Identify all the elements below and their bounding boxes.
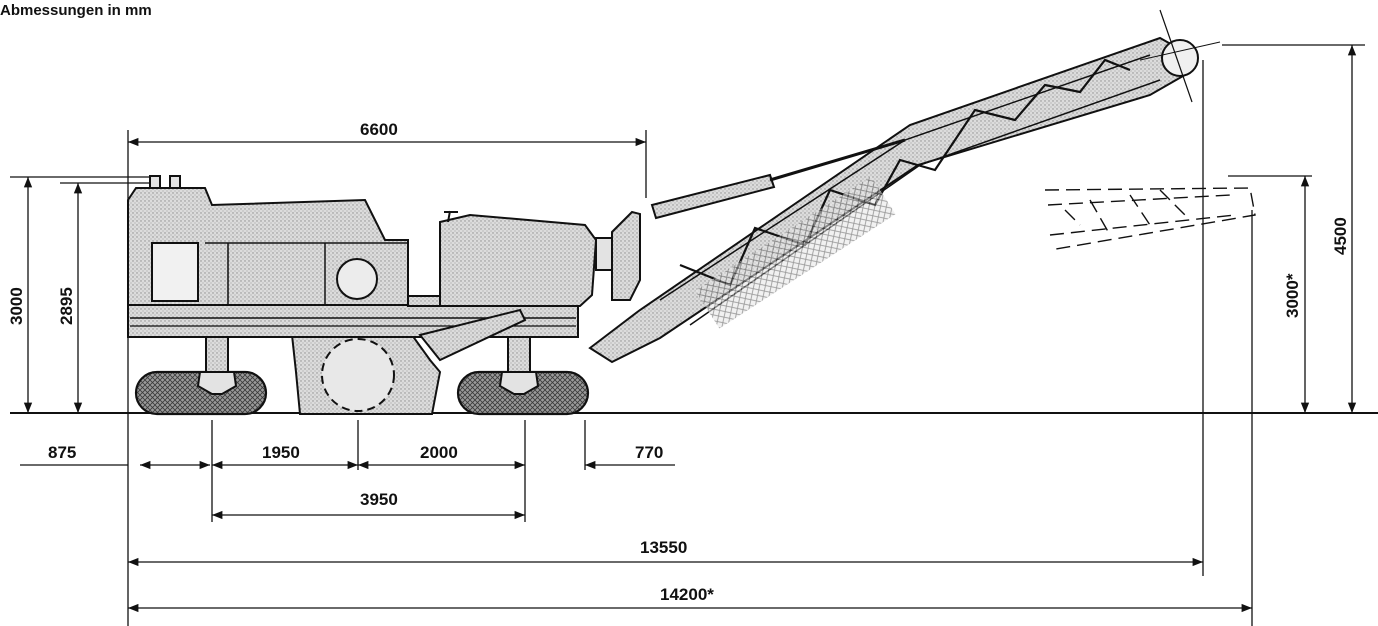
engine-fan: [336, 258, 378, 300]
front-hopper: [439, 213, 598, 307]
dim-2000: 2000: [420, 443, 458, 462]
dim-13550: 13550: [640, 538, 687, 557]
milling-machine: [127, 9, 1256, 416]
dim-3950: 3950: [360, 490, 398, 509]
dim-770: 770: [635, 443, 663, 462]
mirror-post: [444, 210, 458, 223]
dim-875: 875: [48, 443, 76, 462]
dim-4500: 4500: [1331, 217, 1350, 255]
dim-14200: 14200*: [660, 585, 714, 604]
conveyor-coupling: [595, 237, 613, 271]
dim-1950: 1950: [262, 443, 300, 462]
rear-leg-foot: [196, 371, 238, 395]
dim-2895: 2895: [57, 287, 76, 325]
conveyor-alternate-position: [1044, 187, 1256, 251]
milling-drum: [321, 338, 395, 412]
dim-3000-star: 3000*: [1283, 273, 1302, 318]
head-pulley: [1161, 39, 1199, 77]
diagram-title: Abmessungen in mm: [0, 2, 152, 19]
dim-6600: 6600: [360, 120, 398, 139]
cab-window: [151, 242, 199, 302]
dimension-lines: [10, 44, 1365, 626]
front-leg-foot: [498, 371, 540, 395]
lift-cylinder: [650, 173, 776, 220]
front-linkage: [418, 308, 527, 362]
dim-3000: 3000: [7, 287, 26, 325]
